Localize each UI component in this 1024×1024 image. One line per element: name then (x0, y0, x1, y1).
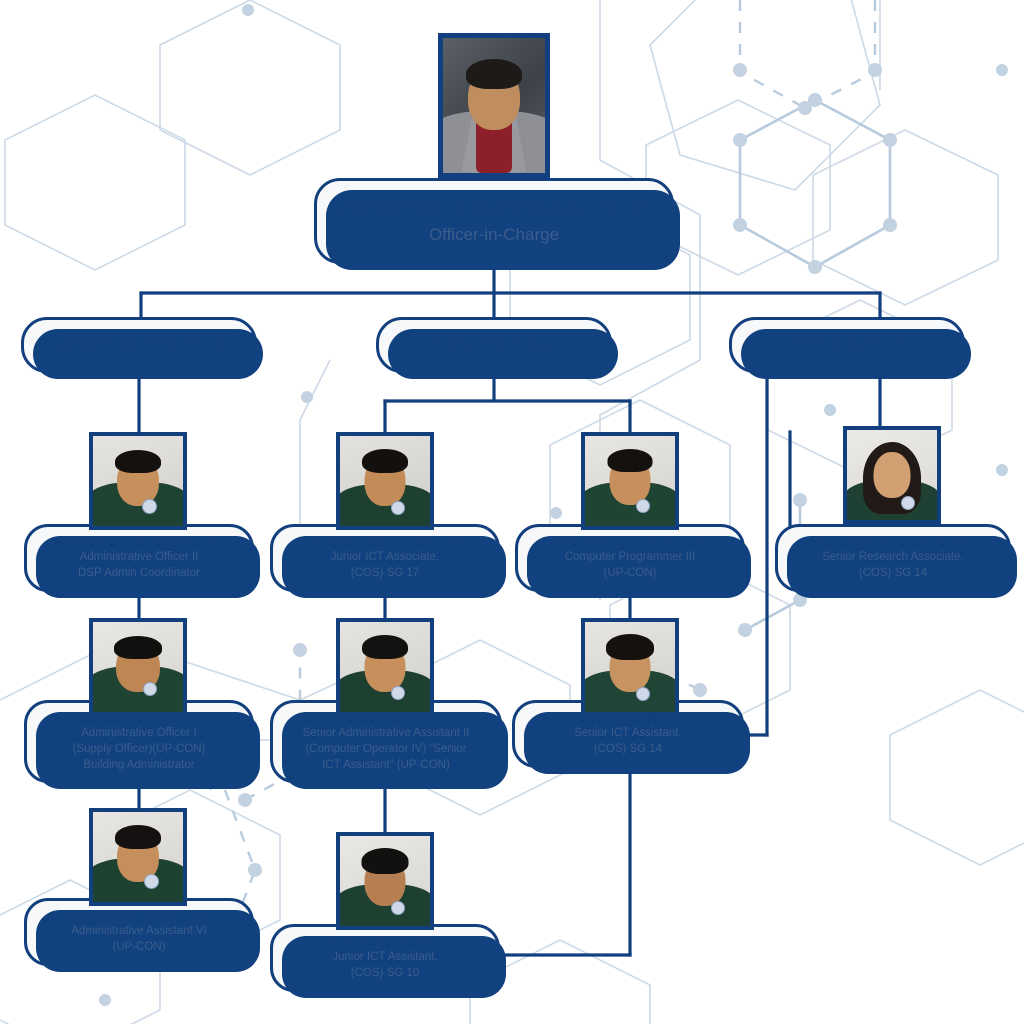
photo-ace-reario (336, 618, 434, 716)
staff-name: LEMUEL DELOS SANTOS (305, 535, 465, 549)
staff-title-line: (UP-CON) (603, 566, 657, 579)
staff-title-line: Senior Administrative Assistant II (302, 727, 470, 740)
staff-title-line: Administrative Assistant VI (71, 925, 207, 938)
root-name: JOHNROB Y. BANTANG, Ph.D. (335, 196, 653, 220)
department-administrative[interactable]: ADMINISTRATIVE (21, 317, 263, 379)
staff-title-line: Junior ICT Associate, (330, 551, 440, 564)
root-photo-frame (438, 33, 550, 178)
staff-title-line: (COS) SG 17 (350, 566, 420, 579)
department-research[interactable]: RESEARCH (729, 317, 971, 379)
staff-name: ROBERTO L. EUGENIO, JR. (52, 535, 226, 549)
staff-title-line: Junior ICT Assistant, (332, 951, 438, 964)
photo-kloudene-salazar (843, 426, 941, 524)
avatar-lemuel-delos-santos (336, 432, 434, 530)
staff-card-kloudene-salazar[interactable]: KLOUDENE A. SALAZAR Senior Research Asso… (775, 524, 1017, 597)
staff-title-line: (COS) SG 14 (858, 566, 928, 579)
staff-title-line: Administrative Officer II (79, 551, 199, 564)
root-title: Officer-in-Charge (428, 225, 560, 245)
avatar-ace-reario (336, 618, 434, 716)
staff-card-augusto-gayon[interactable]: AUGUSTO G. GAYON, JR. Computer Programme… (515, 524, 751, 597)
staff-name: EDMON A. MILGAR (324, 935, 446, 949)
department-label: RESEARCH (788, 334, 906, 356)
staff-card-reynaldo-yabut[interactable]: REYNALDO YABUT, JR. Administrative Assis… (24, 898, 260, 971)
staff-title-line: (UP-CON) (112, 940, 166, 953)
root-card[interactable]: JOHNROB Y. BANTANG, Ph.D. Officer-in-Cha… (314, 178, 680, 270)
staff-card-roberto-eugenio[interactable]: ROBERTO L. EUGENIO, JR. Administrative O… (24, 524, 260, 597)
staff-title-line: Computer Programmer III (564, 551, 696, 564)
avatar-kloudene-salazar (843, 426, 941, 524)
staff-title-line: DSP Admin Coordinator (78, 566, 200, 579)
avatar-roberto-eugenio (89, 432, 187, 530)
staff-card-edmon-milgar[interactable]: EDMON A. MILGAR Junior ICT Assistant, (C… (270, 924, 506, 997)
staff-title-line: (COS) SG 10 (350, 966, 420, 979)
avatar-reynaldo-yabut (89, 808, 187, 906)
photo-roberto-eugenio (89, 432, 187, 530)
department-label: TECHNICAL (433, 334, 555, 356)
staff-title-line: (COS) SG 14 (593, 742, 663, 755)
staff-name: KLOUDENE A. SALAZAR (815, 535, 971, 549)
staff-title-line: Building Administrator (83, 758, 195, 771)
photo-edmon-milgar (336, 832, 434, 930)
avatar-edmon-milgar (336, 832, 434, 930)
staff-card-lemuel-delos-santos[interactable]: LEMUEL DELOS SANTOS Junior ICT Associate… (270, 524, 506, 597)
photo-edison-pizarra (89, 618, 187, 716)
staff-title-line: Senior ICT Assistant, (574, 727, 682, 740)
photo-augusto-gayon (581, 432, 679, 530)
staff-title-line: Senior Research Associate, (822, 551, 964, 564)
avatar-edison-pizarra (89, 618, 187, 716)
department-label: ADMINISTRATIVE (49, 334, 229, 356)
staff-name: AUGUSTO G. GAYON, JR. (549, 535, 711, 549)
staff-title-line: Administrative Officer I (81, 727, 197, 740)
photo-reynaldo-yabut (89, 808, 187, 906)
avatar-johnrob-bantang (438, 33, 550, 178)
avatar-junel-isanan (581, 618, 679, 716)
staff-title-line: ICT Assistant” (UP-CON) (322, 758, 450, 771)
avatar-augusto-gayon (581, 432, 679, 530)
staff-title-line: (Supply Officer)(UP-CON) (72, 742, 206, 755)
staff-title-line: (Computer Operator IV) “Senior (305, 742, 467, 755)
department-technical[interactable]: TECHNICAL (376, 317, 618, 379)
staff-name: REYNALDO YABUT, JR. (65, 909, 213, 923)
photo-lemuel-delos-santos (336, 432, 434, 530)
photo-junel-isanan (581, 618, 679, 716)
